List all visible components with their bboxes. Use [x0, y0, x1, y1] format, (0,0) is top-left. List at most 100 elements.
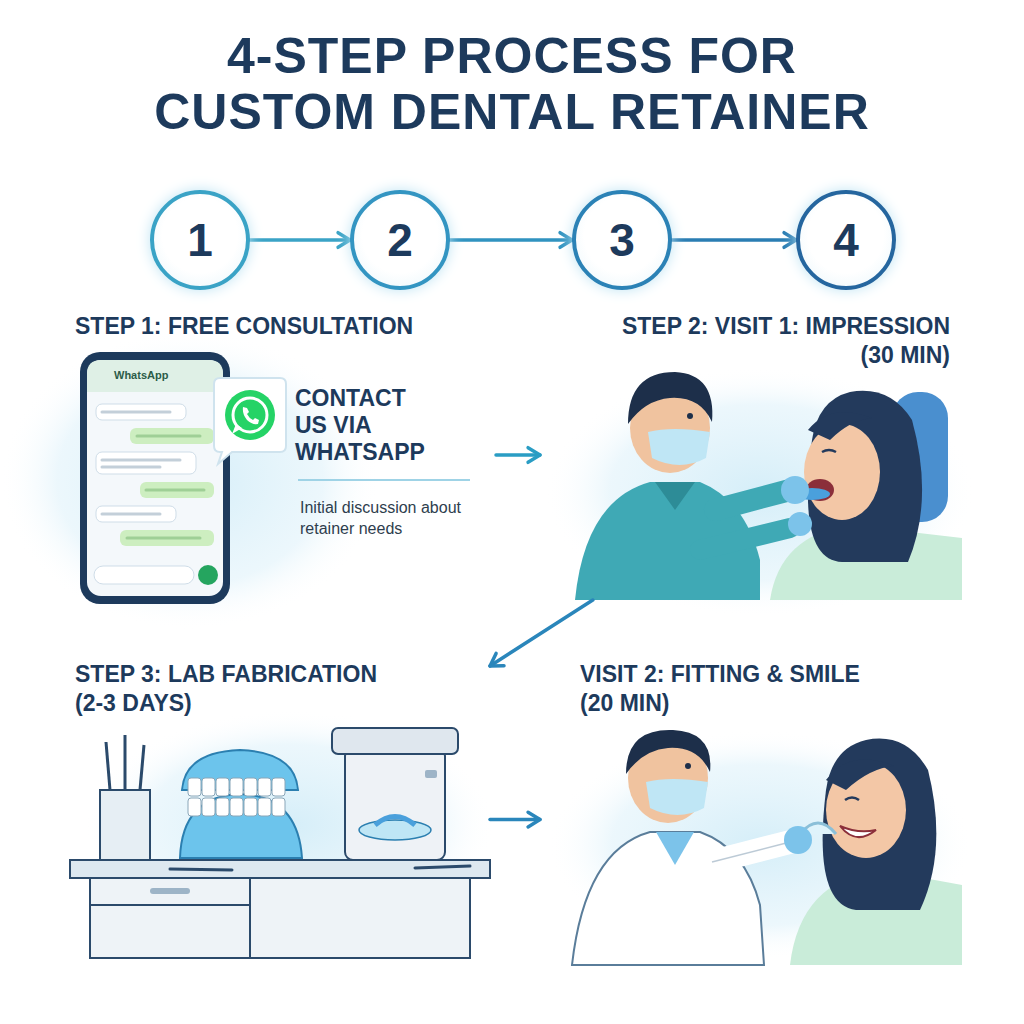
impression-illustration: [648, 429, 710, 465]
arrow-line: [490, 600, 593, 666]
phone-illustration: [140, 482, 214, 498]
step-number-circle: 2: [350, 190, 450, 290]
flow-arrow: [250, 233, 350, 248]
impression-illustration: [545, 367, 975, 617]
step-number-circle: 3: [572, 190, 672, 290]
fitting-illustration: [626, 730, 710, 774]
phone-illustration: [102, 459, 180, 462]
phone-illustration: [87, 360, 223, 392]
step-heading: STEP 3: LAB FABRICATION (2-3 DAYS): [75, 660, 405, 718]
impression-illustration: [545, 367, 975, 617]
step-number-circle: 1: [150, 190, 250, 290]
lab-illustration: [230, 798, 243, 816]
phone-illustration: [102, 466, 160, 469]
fitting-illustration: [826, 760, 894, 790]
lab-illustration: [202, 798, 215, 816]
arrow-head: [528, 812, 540, 827]
arrow-line: [450, 238, 572, 242]
whatsapp-icon: [232, 424, 242, 434]
impression-illustration: [808, 412, 872, 440]
lab-illustration: [345, 748, 445, 860]
step-heading: STEP 2: VISIT 1: IMPRESSION (30 MIN): [590, 312, 950, 370]
phone-illustration: [130, 428, 214, 444]
impression-illustration: [628, 372, 712, 424]
fitting-illustration: [548, 730, 972, 965]
phone-illustration: [87, 360, 223, 596]
lab-illustration: [425, 770, 437, 778]
lab-illustration: [188, 778, 201, 796]
lab-illustration: [244, 798, 257, 816]
lab-illustration: [332, 728, 458, 754]
lab-illustration: [100, 790, 150, 860]
phone-illustration: [146, 489, 204, 492]
lab-illustration: [170, 869, 232, 870]
lab-illustration: [375, 817, 415, 826]
lab-illustration: [244, 778, 257, 796]
lab-illustration: [249, 878, 251, 958]
impression-illustration: [781, 476, 809, 504]
lab-illustration: [106, 742, 110, 790]
fitting-illustration: [784, 826, 812, 854]
whatsapp-icon: [214, 378, 286, 464]
lab-illustration: [90, 904, 250, 906]
lab-illustration: [70, 860, 490, 878]
fitting-illustration: [646, 779, 708, 815]
app-name-label: WhatsApp: [114, 369, 168, 382]
arrow-line: [496, 453, 540, 457]
lab-illustration: [216, 778, 229, 796]
whatsapp-icon: [214, 378, 286, 464]
fitting-illustration: [840, 826, 876, 837]
lab-illustration: [70, 710, 495, 958]
fitting-illustration: [685, 763, 691, 769]
phone-illustration: [137, 435, 200, 438]
phone-illustration: [127, 537, 200, 540]
lab-illustration: [230, 778, 243, 796]
impression-illustration: [715, 490, 790, 510]
lab-illustration: [140, 745, 144, 790]
contact-text: CONTACT US VIA WHATSAPP: [295, 385, 435, 466]
step-heading: STEP 1: FREE CONSULTATION: [75, 312, 475, 341]
lab-illustration: [415, 866, 470, 868]
step-description: Initial discussion about retainer needs: [300, 498, 490, 540]
impression-illustration: [687, 413, 693, 419]
phone-illustration: [80, 352, 230, 604]
impression-illustration: [822, 450, 836, 452]
lab-illustration: [216, 798, 229, 816]
lab-illustration: [359, 820, 431, 840]
phone-illustration: [96, 404, 186, 420]
arrow-head: [490, 653, 504, 666]
step-panel: STEP 2: VISIT 1: IMPRESSION (30 MIN): [540, 300, 980, 600]
lab-illustration: [188, 798, 201, 816]
step-heading: VISIT 2: FITTING & SMILE (20 MIN): [580, 660, 880, 718]
step-number: 3: [609, 217, 635, 263]
lab-illustration: [180, 794, 302, 858]
flow-arrow: [490, 812, 540, 827]
lab-illustration: [202, 778, 215, 796]
arrow-line: [250, 238, 350, 242]
phone-illustration: [198, 565, 218, 585]
lab-illustration: [124, 735, 127, 790]
arrow-line: [672, 238, 796, 242]
fitting-illustration: [656, 832, 694, 865]
flow-arrow: [450, 233, 572, 248]
arrow-head: [528, 448, 540, 463]
impression-illustration: [804, 424, 880, 520]
arrow-head: [338, 233, 350, 248]
flow-arrow: [490, 600, 593, 666]
flow-arrow: [496, 448, 540, 463]
impression-illustration: [788, 512, 812, 536]
phone-illustration: [94, 566, 194, 584]
lab-illustration: [150, 888, 190, 894]
step-panel: STEP 1: FREE CONSULTATION CONTACT US VIA …: [60, 300, 496, 610]
phone-illustration: [120, 530, 214, 546]
phone-illustration: [102, 411, 170, 414]
phone-illustration: [96, 506, 176, 522]
lab-illustration: [258, 798, 271, 816]
phone-illustration: [96, 452, 196, 474]
step-number: 2: [387, 217, 413, 263]
arrow-head: [784, 233, 796, 248]
step-panel: VISIT 2: FITTING & SMILE (20 MIN): [540, 650, 980, 970]
whatsapp-icon: [225, 390, 275, 440]
impression-illustration: [655, 482, 695, 510]
